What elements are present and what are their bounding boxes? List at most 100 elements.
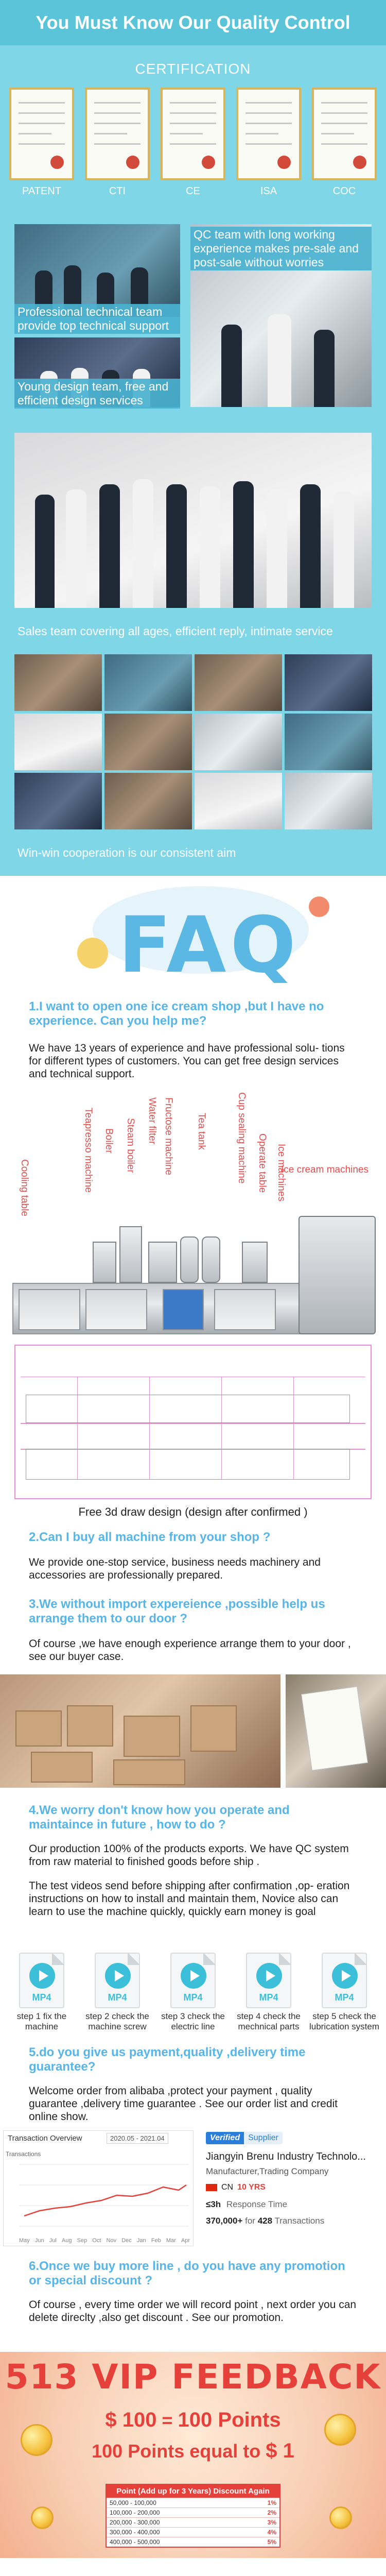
certificate-name: CTI	[109, 185, 126, 197]
video-step-4[interactable]: MP4 step 4 check the mechnical parts	[233, 1953, 304, 2032]
caption-qc-team: QC team with long working experience mak…	[190, 227, 372, 270]
play-icon	[181, 1963, 206, 1989]
play-icon	[29, 1963, 55, 1989]
vip-rate-line-1: $ 100 = 100 Points	[105, 2409, 281, 2431]
transactions-row: 370,000+ for 428 Transactions	[206, 2216, 325, 2226]
label-operate-table: Operate table	[257, 1133, 268, 1193]
company-name[interactable]: Jiangyin Brenu Industry Technolo...	[206, 2151, 366, 2162]
answer-text: We provide one-stop service, business ne…	[29, 1556, 321, 1581]
verified-supplier-badge: Verified Supplier	[206, 2130, 283, 2146]
certificate-name: PATENT	[22, 185, 61, 197]
cooperation-photo	[14, 773, 102, 829]
chart-title: Transaction Overview	[8, 2134, 82, 2143]
label-fructose: Fructose machine	[163, 1097, 174, 1176]
coin-icon	[31, 2506, 54, 2529]
faq-heading: FAQ	[118, 901, 300, 990]
quality-title: You Must Know Our Quality Control	[36, 12, 350, 33]
video-caption: step 5 check the lubrication system	[309, 2011, 380, 2031]
certificate-list: PATENT CTI CE ISA	[9, 88, 377, 197]
caption-sales-team: Sales team covering all ages, efficient …	[17, 624, 333, 638]
cooperation-photo	[285, 654, 372, 711]
answer-text: Welcome order from alibaba ,protect your…	[29, 2085, 338, 2123]
label-ice-cream-machines: Ice cream machines	[281, 1164, 369, 1175]
answer-text: The test videos send before shipping aft…	[29, 1880, 350, 1918]
cad-design-drawing: Free 3d draw design (design after confir…	[0, 1340, 386, 1530]
play-icon	[105, 1963, 131, 1989]
answer-text: We have 13 years of experience and have …	[29, 1042, 345, 1080]
video-list: MP4 step 1 fix the machine MP4 step 2 ch…	[6, 1953, 380, 2032]
team-photo-sales	[14, 433, 372, 608]
faq-question-3: 3.We without import expereience ,possibl…	[0, 1597, 386, 1674]
country-code: CN	[221, 2183, 234, 2192]
teapresso-machine	[93, 1242, 116, 1283]
ice-cream-machine	[299, 1216, 376, 1334]
certificate-image	[312, 88, 377, 180]
coin-icon	[324, 2414, 356, 2446]
label-cooling-table: Cooling table	[19, 1159, 30, 1216]
cooperation-photo	[285, 714, 372, 770]
transactions-amount: 370,000+	[206, 2216, 243, 2226]
faq-question-1: 1.I want to open one ice cream shop ,but…	[0, 984, 386, 1087]
company-type: Manufacturer,Trading Company	[206, 2166, 329, 2176]
fructose-machine	[148, 1242, 177, 1283]
cooperation-photo	[195, 773, 282, 829]
certificate-name: CE	[186, 185, 200, 197]
response-row: ≤3h Response Time	[206, 2199, 287, 2210]
video-file-icon: MP4	[95, 1953, 140, 2008]
response-time-label: Response Time	[226, 2199, 288, 2209]
certificate-image	[9, 88, 74, 180]
video-caption: step 2 check the machine screw	[85, 2011, 149, 2031]
buyer-case-photos	[0, 1674, 386, 1793]
certificate-cti: CTI	[85, 88, 150, 197]
quality-title-bar: You Must Know Our Quality Control	[0, 0, 386, 45]
country-row: CN 10 YRS	[206, 2183, 266, 2192]
certificate-image	[161, 88, 225, 180]
faq-question-5: 5.do you give us payment,quality ,delive…	[0, 2045, 386, 2130]
cooperation-photo	[104, 654, 192, 711]
label-steam-boiler: Steam boiler	[125, 1118, 136, 1173]
vip-title: 513 VIP FEEDBACK	[5, 2357, 381, 2397]
video-caption: step 3 check the electric line	[161, 2011, 225, 2031]
china-flag-icon	[206, 2184, 217, 2191]
supplier-label: Supplier	[244, 2132, 283, 2144]
video-step-1[interactable]: MP4 step 1 fix the machine	[6, 1953, 77, 2032]
play-icon	[256, 1963, 282, 1989]
cooperation-photo	[14, 654, 102, 711]
question-text: 5.do you give us payment,quality ,delive…	[29, 2045, 306, 2074]
verified-label: Verified	[206, 2132, 244, 2144]
warehouse-photo	[0, 1674, 280, 1788]
answer-text: Of course , every time order we will rec…	[29, 2299, 357, 2324]
label-boiler: Boiler	[103, 1128, 114, 1154]
certificate-name: ISA	[260, 185, 277, 197]
vip-rate-line-2: 100 Points equal to $ 1	[92, 2439, 294, 2462]
certification-label: CERTIFICATION	[135, 61, 251, 77]
question-text: 4.We worry don't know how you operate an…	[29, 1803, 290, 1832]
video-step-3[interactable]: MP4 step 3 check the electric line	[157, 1953, 229, 2032]
cooperation-photo	[104, 773, 192, 829]
alibaba-store-panel: Transaction Overview 2020.05 - 2021.04 T…	[0, 2130, 386, 2249]
vip-table-header: Point (Add up for 3 Years) Discount Agai…	[107, 2485, 279, 2498]
label-water-filter: Water filter	[147, 1097, 157, 1145]
chart-y-label: Transactions	[6, 2150, 41, 2158]
coin-icon	[329, 2506, 352, 2529]
caption-cooperation: Win-win cooperation is our consistent ai…	[17, 846, 236, 859]
coin-icon	[21, 2424, 52, 2456]
supplier-info: Verified Supplier Jiangyin Brenu Industr…	[206, 2130, 383, 2246]
transaction-line	[19, 2164, 189, 2227]
video-step-2[interactable]: MP4 step 2 check the machine screw	[82, 1953, 153, 2032]
cooperation-photo	[195, 654, 282, 711]
video-step-5[interactable]: MP4 step 5 check the lubrication system	[309, 1953, 380, 2032]
date-range-select[interactable]: 2020.05 - 2021.04	[107, 2133, 168, 2144]
cooperation-photo-grid	[14, 654, 372, 840]
certificate-isa: ISA	[236, 88, 301, 197]
label-cup-sealing: Cup sealing machine	[236, 1092, 247, 1184]
question-text: 3.We without import expereience ,possibl…	[29, 1597, 325, 1625]
counter-table	[12, 1283, 301, 1334]
